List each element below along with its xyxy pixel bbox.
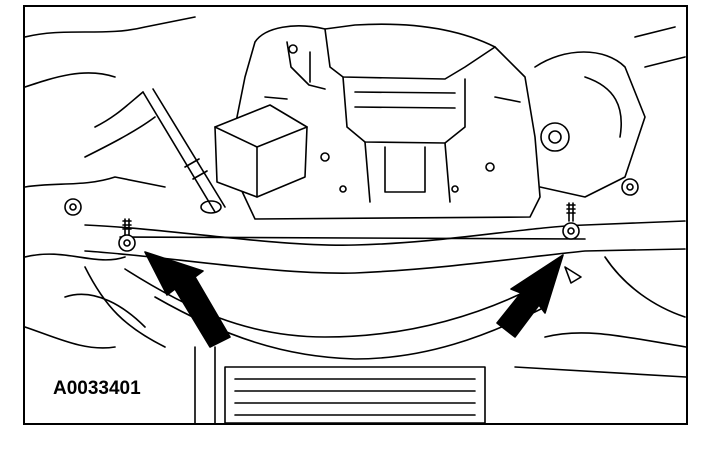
lower-components	[194, 332, 686, 423]
right-bolt	[562, 202, 582, 284]
illustration-frame: A0033401	[23, 5, 688, 425]
left-bolt	[118, 218, 136, 252]
right-arrow-icon	[496, 254, 564, 338]
transmission-housing	[234, 23, 541, 220]
right-side-components	[534, 26, 686, 198]
figure-label: A0033401	[53, 378, 145, 401]
left-structure	[25, 16, 196, 349]
starter-block	[214, 104, 308, 198]
cable-line	[84, 88, 226, 214]
transmission-crossmember-illustration	[25, 16, 686, 423]
crossmember	[84, 220, 686, 360]
left-arrow-icon	[144, 251, 231, 348]
